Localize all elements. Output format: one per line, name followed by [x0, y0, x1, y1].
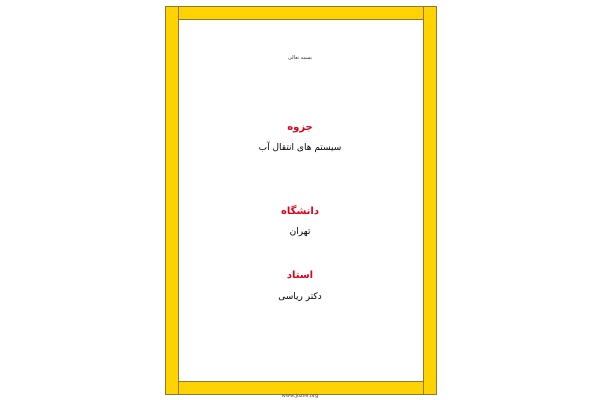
professor-heading: استاد [286, 270, 314, 281]
university-heading: دانشگاه [281, 206, 319, 217]
frame-top [178, 6, 424, 20]
frame-bottom [178, 381, 424, 395]
university-value: تهران [289, 227, 311, 237]
frame-right [423, 6, 437, 395]
subject-value: سیستم های انتقال آب [258, 143, 342, 153]
footer-url: www.jozve.org [281, 393, 319, 399]
frame-left [165, 6, 179, 395]
basmala: بسمه تعالی [287, 55, 313, 61]
subject-heading: جزوه [287, 122, 313, 133]
professor-value: دکتر ریاسی [278, 292, 322, 302]
document-page [165, 6, 437, 395]
